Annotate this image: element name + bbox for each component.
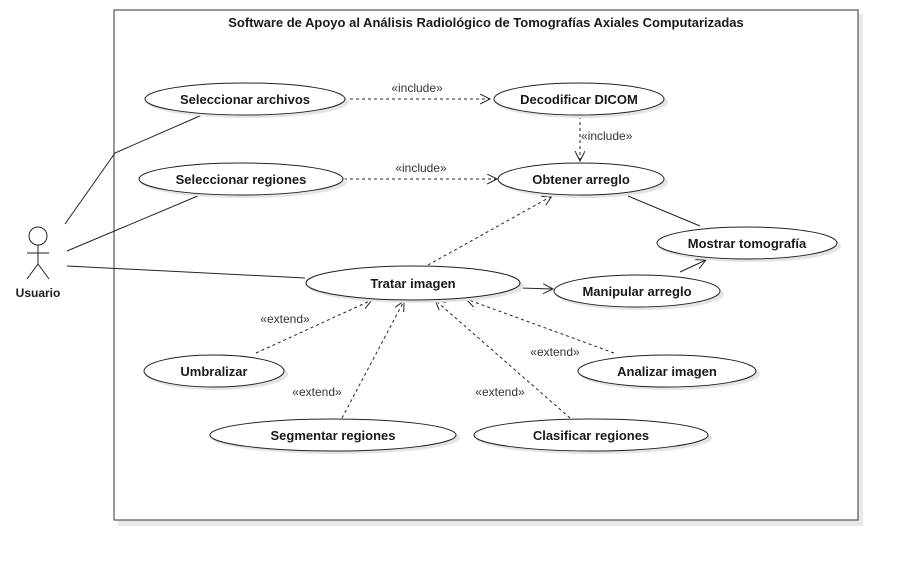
use-case-label: Analizar imagen bbox=[617, 364, 717, 379]
extend-edge-analizar bbox=[466, 299, 615, 354]
actor-head bbox=[28, 226, 48, 246]
association-seleccionar-archivos bbox=[64, 114, 203, 225]
use-case-decodificar-dicom[interactable]: Decodificar DICOM bbox=[493, 82, 668, 118]
use-case-manipular-arreglo[interactable]: Manipular arreglo bbox=[553, 274, 724, 310]
use-case-label: Clasificar regiones bbox=[533, 428, 649, 443]
actor-label: Usuario bbox=[16, 286, 61, 300]
use-case-tratar-imagen[interactable]: Tratar imagen bbox=[305, 265, 524, 303]
use-case-label: Mostrar tomografía bbox=[688, 236, 807, 251]
use-case-label: Manipular arreglo bbox=[582, 284, 691, 299]
use-case-label: Umbralizar bbox=[180, 364, 247, 379]
extend-label-clasificar: «extend» bbox=[475, 385, 525, 399]
use-case-obtener-arreglo[interactable]: Obtener arreglo bbox=[497, 162, 668, 198]
use-case-label: Tratar imagen bbox=[370, 276, 455, 291]
include-label-2: «include» bbox=[581, 129, 633, 143]
use-case-label: Seleccionar regiones bbox=[176, 172, 307, 187]
use-case-label: Seleccionar archivos bbox=[180, 92, 310, 107]
edge-tratar-manipular bbox=[519, 288, 553, 289]
association-seleccionar-regiones bbox=[66, 194, 201, 252]
actor-right-leg bbox=[37, 263, 50, 280]
extend-label-analizar: «extend» bbox=[530, 345, 580, 359]
edge-manipular-mostrar bbox=[679, 260, 706, 273]
extend-label-segmentar: «extend» bbox=[292, 385, 342, 399]
association-obtener-mostrar bbox=[627, 195, 701, 227]
use-case-mostrar-tomografia[interactable]: Mostrar tomografía bbox=[656, 226, 841, 262]
use-case-umbralizar[interactable]: Umbralizar bbox=[143, 354, 288, 390]
extend-edge-segmentar bbox=[341, 301, 404, 419]
use-case-label: Obtener arreglo bbox=[532, 172, 630, 187]
use-case-segmentar-regiones[interactable]: Segmentar regiones bbox=[209, 418, 460, 454]
system-title: Software de Apoyo al Análisis Radiológic… bbox=[228, 15, 744, 30]
use-case-seleccionar-regiones[interactable]: Seleccionar regiones bbox=[138, 162, 347, 198]
use-case-clasificar-regiones[interactable]: Clasificar regiones bbox=[473, 418, 712, 454]
include-label-1: «include» bbox=[391, 81, 443, 95]
actor-usuario[interactable]: Usuario bbox=[16, 226, 61, 300]
extend-label-umbralizar: «extend» bbox=[260, 312, 310, 326]
association-tratar-imagen bbox=[66, 265, 306, 279]
use-case-label: Segmentar regiones bbox=[271, 428, 396, 443]
actor-left-leg bbox=[26, 263, 39, 280]
use-case-analizar-imagen[interactable]: Analizar imagen bbox=[577, 354, 760, 390]
use-case-label: Decodificar DICOM bbox=[520, 92, 638, 107]
use-case-seleccionar-archivos[interactable]: Seleccionar archivos bbox=[144, 82, 349, 118]
include-label-3: «include» bbox=[395, 161, 447, 175]
